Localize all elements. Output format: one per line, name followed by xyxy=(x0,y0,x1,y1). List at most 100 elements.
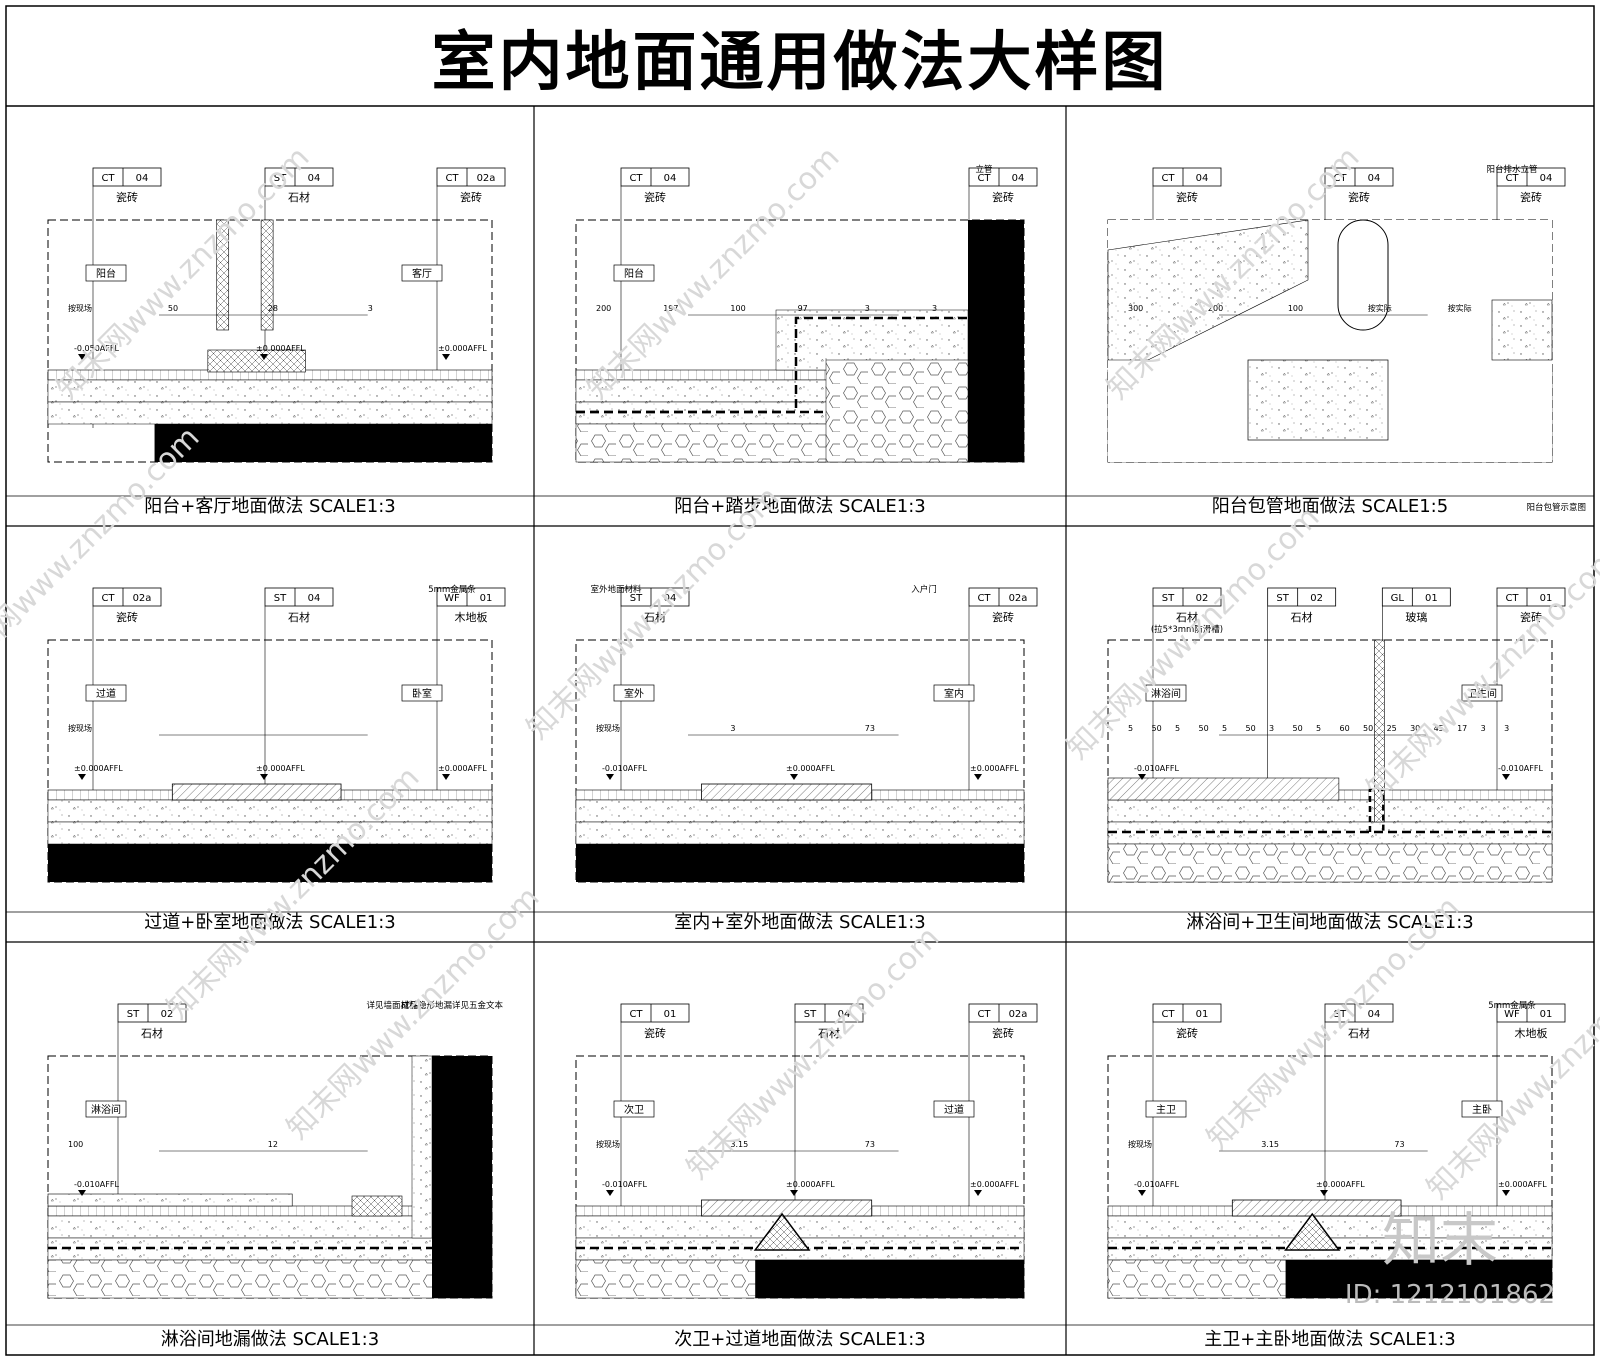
tag-code: CT xyxy=(1505,173,1519,184)
room-label: 过道 xyxy=(933,1100,975,1118)
floor-layers xyxy=(1107,1199,1553,1299)
floor-layers xyxy=(47,783,493,882)
svg-text:主卧: 主卧 xyxy=(1472,1103,1492,1116)
dimension-text: 100 xyxy=(68,1140,83,1149)
room-label: 阳台 xyxy=(85,264,127,282)
tag-material: 玻璃 xyxy=(1405,610,1427,624)
dimension-text: 3 xyxy=(865,304,870,313)
level-marker: ±0.000AFFL xyxy=(970,764,1019,780)
svg-text:室外: 室外 xyxy=(624,687,644,700)
svg-text:室内: 室内 xyxy=(944,687,964,700)
dimension-text: 30 xyxy=(1410,724,1420,733)
tag-material: 瓷砖 xyxy=(644,1026,666,1040)
tag-code: WF xyxy=(1504,1009,1520,1020)
dimension-text: 73 xyxy=(865,1140,875,1149)
svg-text:过道: 过道 xyxy=(944,1103,964,1116)
room-label: 室内 xyxy=(933,684,975,702)
tag-code: CT xyxy=(629,173,643,184)
dimension-text: 5 xyxy=(1222,724,1227,733)
tag-code: ST xyxy=(1162,593,1175,604)
tag-number: 04 xyxy=(838,1009,851,1020)
tag-code: ST xyxy=(1334,1009,1347,1020)
tag-material: 瓷砖 xyxy=(116,610,138,624)
tag-code: CT xyxy=(629,1009,643,1020)
tag-number: 04 xyxy=(1540,173,1553,184)
dimension-text: 按现场 xyxy=(596,1139,620,1149)
tag-number: 02 xyxy=(1310,593,1323,604)
room-label: 淋浴间 xyxy=(1145,684,1187,702)
tag-code: GL xyxy=(1391,593,1405,604)
tag-code: ST xyxy=(630,593,643,604)
floor-layers xyxy=(47,1055,493,1299)
tag-code: WF xyxy=(444,593,460,604)
tag-material: 瓷砖 xyxy=(1348,190,1370,204)
tag-code: CT xyxy=(445,173,459,184)
tag-number: 02 xyxy=(161,1009,174,1020)
tag-number: 04 xyxy=(1368,173,1381,184)
tag-material: 木地板 xyxy=(455,610,488,624)
detail-caption: 阳台+踏步地面做法 SCALE1:3 xyxy=(674,496,925,517)
tag-material: 瓷砖 xyxy=(1176,190,1198,204)
level-marker: -0.010AFFL xyxy=(602,1180,647,1196)
dimension-text: 200 xyxy=(596,304,611,313)
svg-text:卧室: 卧室 xyxy=(412,687,432,700)
room-label: 客厅 xyxy=(401,264,443,282)
tag-material: 石材 xyxy=(1348,1026,1370,1040)
svg-text:-0.010AFFL: -0.010AFFL xyxy=(74,1180,119,1189)
dimension-text: 45 xyxy=(1434,724,1444,733)
level-marker: -0.010AFFL xyxy=(1498,764,1543,780)
dimension-text: 200 xyxy=(1208,304,1223,313)
dimension-text: 3.15 xyxy=(1261,1140,1279,1149)
dimension-text: 按现场 xyxy=(68,303,92,313)
svg-text:次卫: 次卫 xyxy=(624,1103,644,1116)
svg-text:±0.000AFFL: ±0.000AFFL xyxy=(438,344,487,353)
svg-text:阳台: 阳台 xyxy=(96,267,116,280)
svg-text:卫生间: 卫生间 xyxy=(1467,687,1497,700)
tag-code: CT xyxy=(1161,1009,1175,1020)
dimension-text: 3 xyxy=(1504,724,1509,733)
tag-code: CT xyxy=(977,593,991,604)
svg-text:客厅: 客厅 xyxy=(412,267,432,280)
floor-layers xyxy=(1107,639,1553,883)
tag-number: 04 xyxy=(136,173,149,184)
dimension-text: 50 xyxy=(1363,724,1373,733)
tag-material: 石材 xyxy=(1291,610,1313,624)
tag-material: 瓷砖 xyxy=(1520,610,1542,624)
detail-caption: 过道+卧室地面做法 SCALE1:3 xyxy=(144,912,395,933)
level-marker: ±0.000AFFL xyxy=(1316,1180,1365,1196)
tag-code: ST xyxy=(804,1009,817,1020)
level-marker: ±0.000AFFL xyxy=(438,764,487,780)
detail-caption: 淋浴间+卫生间地面做法 SCALE1:3 xyxy=(1186,912,1473,933)
panel-grid xyxy=(6,106,1594,1355)
dimension-text: 28 xyxy=(268,304,278,313)
room-label: 次卫 xyxy=(613,1100,655,1118)
diagram-note: 立管 xyxy=(975,164,992,175)
dimension-text: 3 xyxy=(368,304,373,313)
level-marker: ±0.000AFFL xyxy=(74,764,123,780)
detail-caption: 主卫+主卧地面做法 SCALE1:3 xyxy=(1204,1329,1455,1350)
dimension-text: 300 xyxy=(1128,304,1143,313)
svg-text:-0.010AFFL: -0.010AFFL xyxy=(1134,764,1179,773)
svg-text:±0.000AFFL: ±0.000AFFL xyxy=(1316,1180,1365,1189)
tag-number: 04 xyxy=(664,593,677,604)
dimension-text: 50 xyxy=(1199,724,1209,733)
dimension-text: 60 xyxy=(1340,724,1350,733)
level-marker: ±0.000AFFL xyxy=(438,344,487,360)
level-marker: -0.010AFFL xyxy=(1134,1180,1179,1196)
detail-caption: 次卫+过道地面做法 SCALE1:3 xyxy=(674,1329,925,1350)
